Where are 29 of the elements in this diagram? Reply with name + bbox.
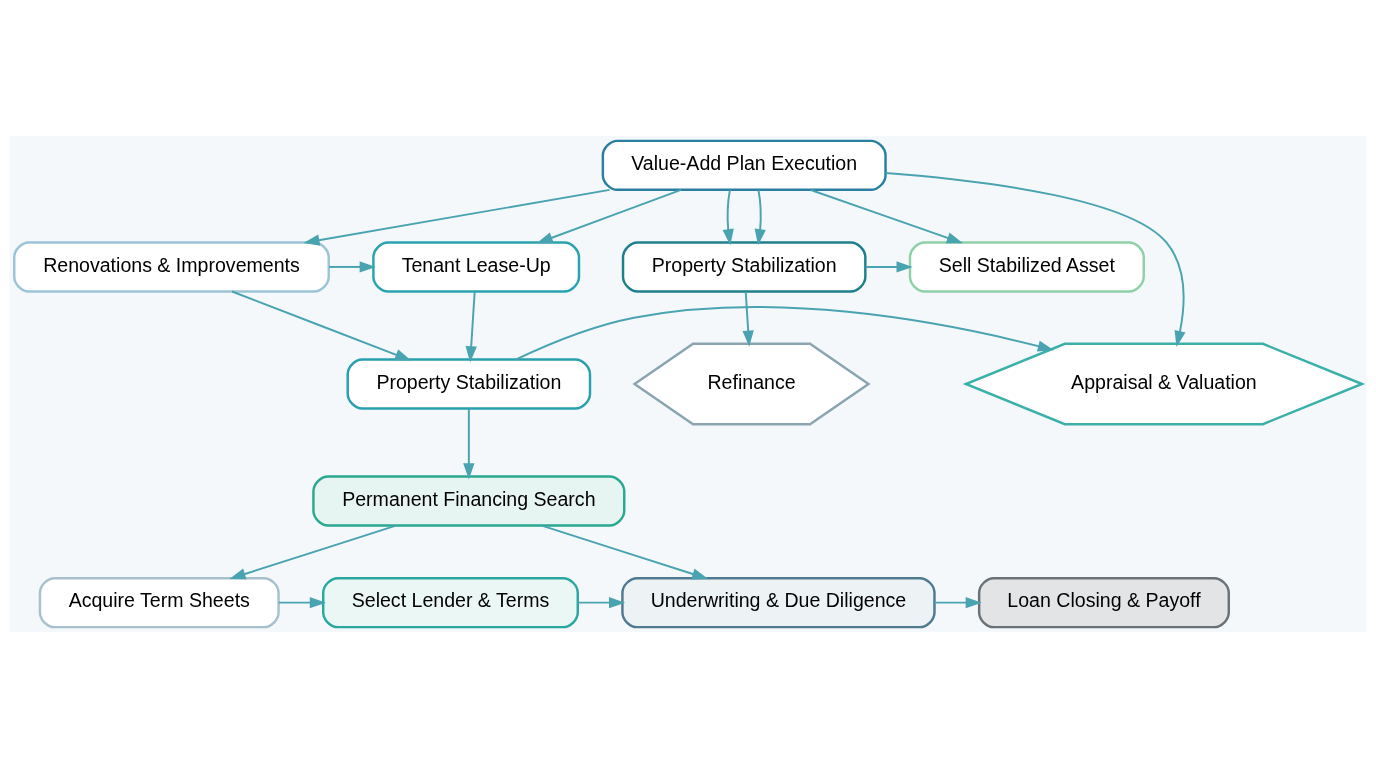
node-box: Sell Stabilized Asset xyxy=(908,241,1145,293)
node-box: Property Stabilization xyxy=(346,358,592,410)
arrow xyxy=(465,290,477,363)
node-box: Property Stabilization xyxy=(621,241,867,293)
arrow xyxy=(742,290,754,347)
arrow xyxy=(722,189,734,246)
arrow xyxy=(303,188,611,246)
node-box: Permanent Financing Search xyxy=(312,475,626,527)
arrow xyxy=(577,596,626,609)
node-box: Loan Closing & Payoff xyxy=(977,576,1230,629)
node-box: Select Lender & Terms xyxy=(322,576,579,629)
arrow xyxy=(515,306,1054,361)
arrow xyxy=(277,596,326,609)
node-box: Acquire Term Sheets xyxy=(38,576,280,629)
node-box: Value-Add Plan Execution xyxy=(601,139,887,192)
arrow xyxy=(231,290,412,361)
node-box: Underwriting & Due Diligence xyxy=(621,576,936,629)
arrow xyxy=(884,172,1186,347)
arrow xyxy=(809,188,963,244)
arrow xyxy=(864,261,913,273)
arrow xyxy=(328,261,376,273)
node-box: Tenant Lease-Up xyxy=(372,241,581,293)
arrow xyxy=(229,524,397,580)
arrow xyxy=(536,188,682,244)
arrow xyxy=(933,596,982,609)
node-box: Renovations & Improvements xyxy=(13,241,330,293)
arrow xyxy=(463,408,475,480)
arrow xyxy=(540,524,709,580)
arrow xyxy=(754,189,766,246)
